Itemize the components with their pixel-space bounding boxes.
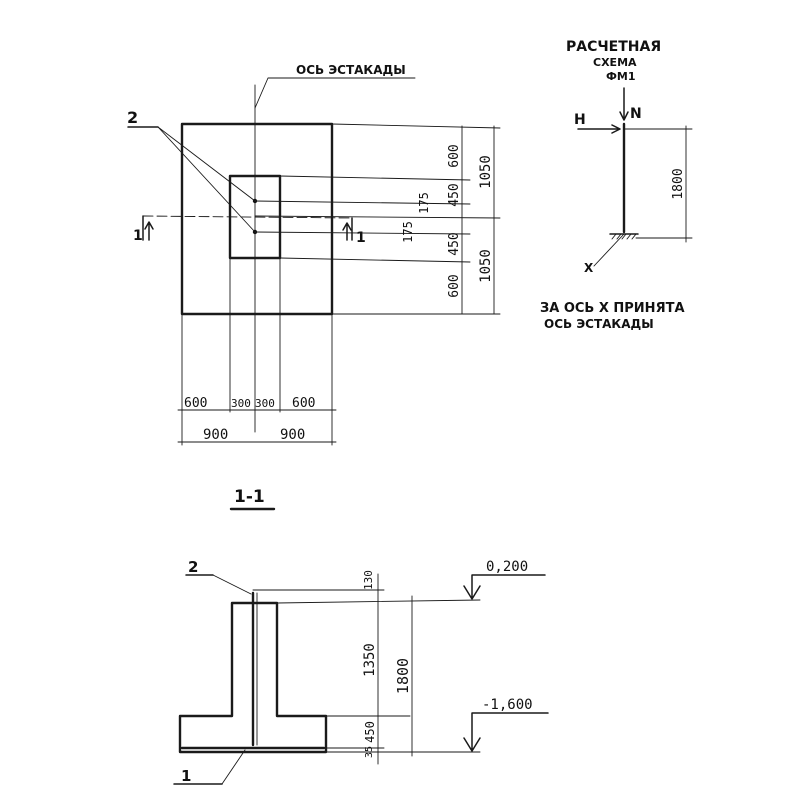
section-mark-left-label: 1 (133, 228, 143, 244)
scheme-title-line1: РАСЧЕТНАЯ (566, 39, 661, 55)
plan-callout-2: 2 (127, 108, 138, 127)
level-bottom-label: -1,600 (482, 697, 533, 713)
force-H-label: H (574, 112, 586, 128)
trestle-axis-leader (254, 77, 416, 109)
section-dim-1350: 1350 (362, 643, 378, 677)
ext-line (331, 123, 501, 129)
dim-600-top: 600 (447, 144, 462, 167)
plan-slab-outline (180, 122, 334, 316)
section-callout-2-leader (212, 574, 252, 595)
section-cut-line (142, 215, 353, 219)
dim-175-top: 175 (417, 192, 431, 214)
level-bottom-mark (463, 712, 549, 752)
plan-callout-2-leader-b (157, 126, 256, 233)
dim-300-right: 300 (255, 397, 275, 410)
dim-600-bottom: 600 (447, 274, 462, 297)
scheme-note-line1: ЗА ОСЬ X ПРИНЯТА (540, 301, 685, 316)
trestle-axis-label: ОСЬ ЭСТАКАДЫ (296, 63, 406, 77)
dim-450-top: 450 (447, 183, 462, 206)
section-callout-2: 2 (188, 558, 198, 576)
scheme-support-hatch (611, 233, 637, 240)
dim-900-right: 900 (280, 427, 305, 443)
scheme-dim-1800: 1800 (671, 168, 686, 199)
ext-line (279, 175, 471, 181)
section-mark-right-label: 1 (356, 230, 366, 246)
plan-callout-2-leader-a (157, 126, 256, 202)
dim-175-bottom: 175 (401, 221, 415, 243)
plan-view: ОСЬ ЭСТАКАДЫ 2 1 1 600 450 175 (127, 63, 501, 446)
section-title: 1-1 (234, 487, 265, 507)
plan-bottom-dimensions: 600 300 300 600 900 900 (177, 257, 337, 446)
dim-1050-top: 1050 (478, 155, 494, 189)
dim-900-left: 900 (203, 427, 228, 443)
dim-300-left: 300 (231, 397, 251, 410)
ext-line (254, 215, 501, 219)
level-top-label: 0,200 (486, 559, 528, 575)
ext-line (254, 200, 471, 205)
force-N-label: N (630, 106, 642, 122)
ext-line (279, 257, 471, 263)
scheme-title-line2: СХЕМА (593, 56, 637, 69)
dim-600-left: 600 (184, 396, 207, 411)
dim-450-bottom: 450 (447, 232, 462, 255)
section-dim-1800: 1800 (394, 658, 412, 694)
dim-1050-bottom: 1050 (478, 249, 494, 283)
scheme-x-label: X (584, 261, 594, 275)
ext-line (254, 231, 471, 235)
section-1-1: 1-1 2 1 130 1350 450 35 1800 0,200 (173, 487, 549, 785)
scheme-title-line3: ФМ1 (606, 70, 636, 83)
section-dim-130: 130 (362, 570, 375, 590)
force-N-arrow (619, 87, 629, 121)
scheme-x-axis (593, 233, 625, 267)
section-callout-1-leader (221, 749, 246, 785)
level-top-mark (463, 574, 546, 600)
section-mark-left-arrow (144, 221, 154, 241)
design-scheme: РАСЧЕТНАЯ СХЕМА ФМ1 N H X 1800 ЗА ОСЬ X … (540, 39, 693, 331)
scheme-note-line2: ОСЬ ЭСТАКАДЫ (544, 317, 654, 331)
section-dim-450: 450 (363, 721, 377, 743)
force-H-arrow (577, 124, 621, 134)
section-mark-right-arrow (342, 222, 352, 241)
dim-600-right: 600 (292, 396, 315, 411)
section-dim-35: 35 (364, 746, 375, 758)
section-ext-top (276, 599, 481, 604)
plan-right-dimensions: 600 450 175 175 450 600 1050 1050 (254, 123, 501, 315)
section-callout-1: 1 (181, 767, 191, 785)
